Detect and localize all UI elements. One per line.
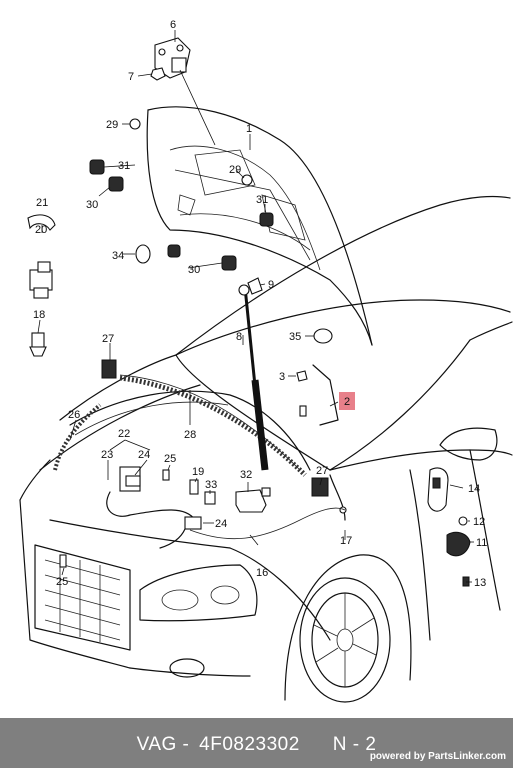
bracket-27b <box>311 477 329 497</box>
nut-7 <box>150 67 166 81</box>
screw-13 <box>462 576 470 587</box>
release-cable <box>329 474 346 521</box>
brand-label: VAG - <box>136 734 190 755</box>
buffer-31a <box>89 159 105 175</box>
hood-hinge-bracket <box>296 328 339 426</box>
buffer-30b <box>221 255 237 271</box>
callout-34: 34 <box>112 250 124 262</box>
bracket-27a <box>101 359 117 379</box>
callout-21: 21 <box>36 197 48 209</box>
callout-labels: 6 7 1 29 31 30 29 31 34 30 9 21 20 18 8 … <box>33 19 487 589</box>
buffer-31b <box>259 212 274 227</box>
release-cable-run <box>189 507 346 540</box>
callout-35: 35 <box>289 331 301 343</box>
callout-3: 3 <box>279 371 285 383</box>
callout-31b: 31 <box>256 194 268 206</box>
callout-30b: 30 <box>188 264 200 276</box>
water-deflector-seal <box>119 375 307 477</box>
callout-9: 9 <box>268 279 274 291</box>
callout-27b: 27 <box>316 465 328 477</box>
callout-12: 12 <box>473 516 485 528</box>
callout-18: 18 <box>33 309 45 321</box>
callout-33: 33 <box>205 479 217 491</box>
callout-6: 6 <box>170 19 176 31</box>
callout-29a: 29 <box>106 119 118 131</box>
callout-22: 22 <box>118 428 130 440</box>
highlighted-part-marker <box>339 392 355 410</box>
callout-23: 23 <box>101 449 113 461</box>
callout-24a: 24 <box>138 449 150 461</box>
callout-32: 32 <box>240 469 252 481</box>
clip-21 <box>27 214 56 231</box>
gas-strut <box>238 284 269 471</box>
buffer-29b <box>241 174 253 186</box>
leader-lines <box>37 30 474 583</box>
clip-12 <box>458 516 468 526</box>
bracket-32 <box>235 487 271 513</box>
callout-17: 17 <box>340 535 352 547</box>
connector-19 <box>189 479 199 495</box>
front-seal-strip <box>53 403 102 471</box>
callout-2: 2 <box>344 396 350 408</box>
clip-18 <box>29 332 47 357</box>
callout-16: 16 <box>256 567 268 579</box>
callout-7: 7 <box>128 71 134 83</box>
callout-28: 28 <box>184 429 196 441</box>
callout-19: 19 <box>192 466 204 478</box>
buffer-30a <box>108 176 124 192</box>
callout-13: 13 <box>474 577 486 589</box>
part-reference: VAG - 4F0823302 N - 2 <box>0 734 513 756</box>
powered-by-link[interactable]: powered by PartsLinker.com <box>369 751 506 762</box>
part-number: 4F0823302 <box>199 734 300 755</box>
hood-assembly-diagram: 6 7 1 29 31 30 29 31 34 30 9 21 20 18 8 … <box>19 19 513 703</box>
callout-11: 11 <box>476 537 487 549</box>
diagram-position: N - 2 <box>332 734 377 755</box>
hood-panel <box>146 106 373 346</box>
buffer-29a <box>129 118 141 130</box>
callout-24b: 24 <box>215 518 227 530</box>
cable-connector-24 <box>159 516 202 549</box>
callout-25b: 25 <box>56 576 68 588</box>
cable-end-17 <box>339 506 347 514</box>
bolt-25a <box>162 469 170 481</box>
callout-20: 20 <box>35 224 47 236</box>
callout-25a: 25 <box>164 453 176 465</box>
callout-1: 1 <box>246 123 252 135</box>
callout-26: 26 <box>68 409 80 421</box>
car-body-outline <box>19 195 513 703</box>
callout-30a: 30 <box>86 199 98 211</box>
clip-9 <box>247 277 263 295</box>
hood-release-switch <box>106 466 196 521</box>
hood-latch <box>154 37 191 79</box>
buffer-30c <box>167 244 181 258</box>
callout-8: 8 <box>236 331 242 343</box>
footer-bar: VAG - 4F0823302 N - 2 powered by PartsLi… <box>0 718 513 768</box>
handle-housing-11 <box>446 531 471 557</box>
callout-14: 14 <box>468 483 480 495</box>
callout-29b: 29 <box>229 164 241 176</box>
clip-20 <box>29 261 53 299</box>
release-handle-14 <box>427 467 449 512</box>
bolt-25b <box>59 554 67 568</box>
callout-27a: 27 <box>102 333 114 345</box>
callout-31a: 31 <box>118 160 130 172</box>
grommet-34 <box>135 244 151 264</box>
